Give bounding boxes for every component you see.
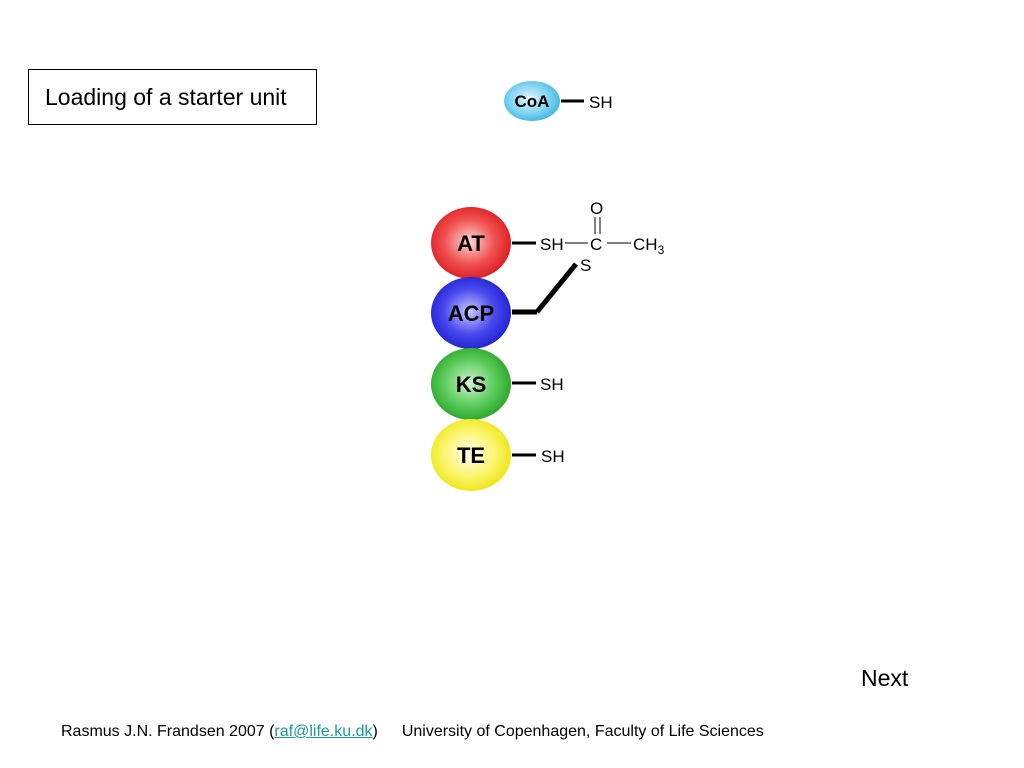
ks-thiol-label: SH <box>540 375 564 394</box>
coa-label: CoA <box>515 92 550 111</box>
next-link[interactable]: Next <box>861 665 909 691</box>
te-domain-label: TE <box>457 443 485 468</box>
footer: Rasmus J.N. Frandsen 2007 (raf@life.ku.d… <box>61 723 764 741</box>
coa-ellipse <box>504 81 560 121</box>
carbonyl-oxygen-label: O <box>590 199 603 218</box>
slide-title-box: Loading of a starter unit <box>28 69 317 125</box>
at-thiol-label: SH <box>540 235 564 254</box>
footer-close-paren: ) <box>372 723 378 740</box>
acp-domain-label: ACP <box>448 301 494 326</box>
at-domain-ellipse <box>431 207 511 279</box>
footer-institution: University of Copenhagen, Faculty of Lif… <box>401 723 764 740</box>
coa-thiol-label: SH <box>589 93 613 112</box>
methyl-label: CH3 <box>633 235 665 257</box>
carbonyl-carbon-label: C <box>590 235 602 254</box>
footer-author: Rasmus J.N. Frandsen 2007 ( <box>61 723 275 740</box>
te-domain-ellipse <box>431 419 511 491</box>
slide-title: Loading of a starter unit <box>45 83 287 110</box>
ks-domain-ellipse <box>431 348 511 420</box>
ks-domain-label: KS <box>456 372 487 397</box>
methyl-main: CH <box>633 235 658 254</box>
acp-domain-ellipse <box>431 277 511 349</box>
at-domain-label: AT <box>457 231 485 256</box>
sulfur-label: S <box>580 256 591 275</box>
footer-email-link[interactable]: raf@life.ku.dk <box>274 723 373 740</box>
methyl-subscript: 3 <box>658 243 665 257</box>
acp-arm-bond <box>535 262 578 314</box>
te-thiol-label: SH <box>541 447 565 466</box>
